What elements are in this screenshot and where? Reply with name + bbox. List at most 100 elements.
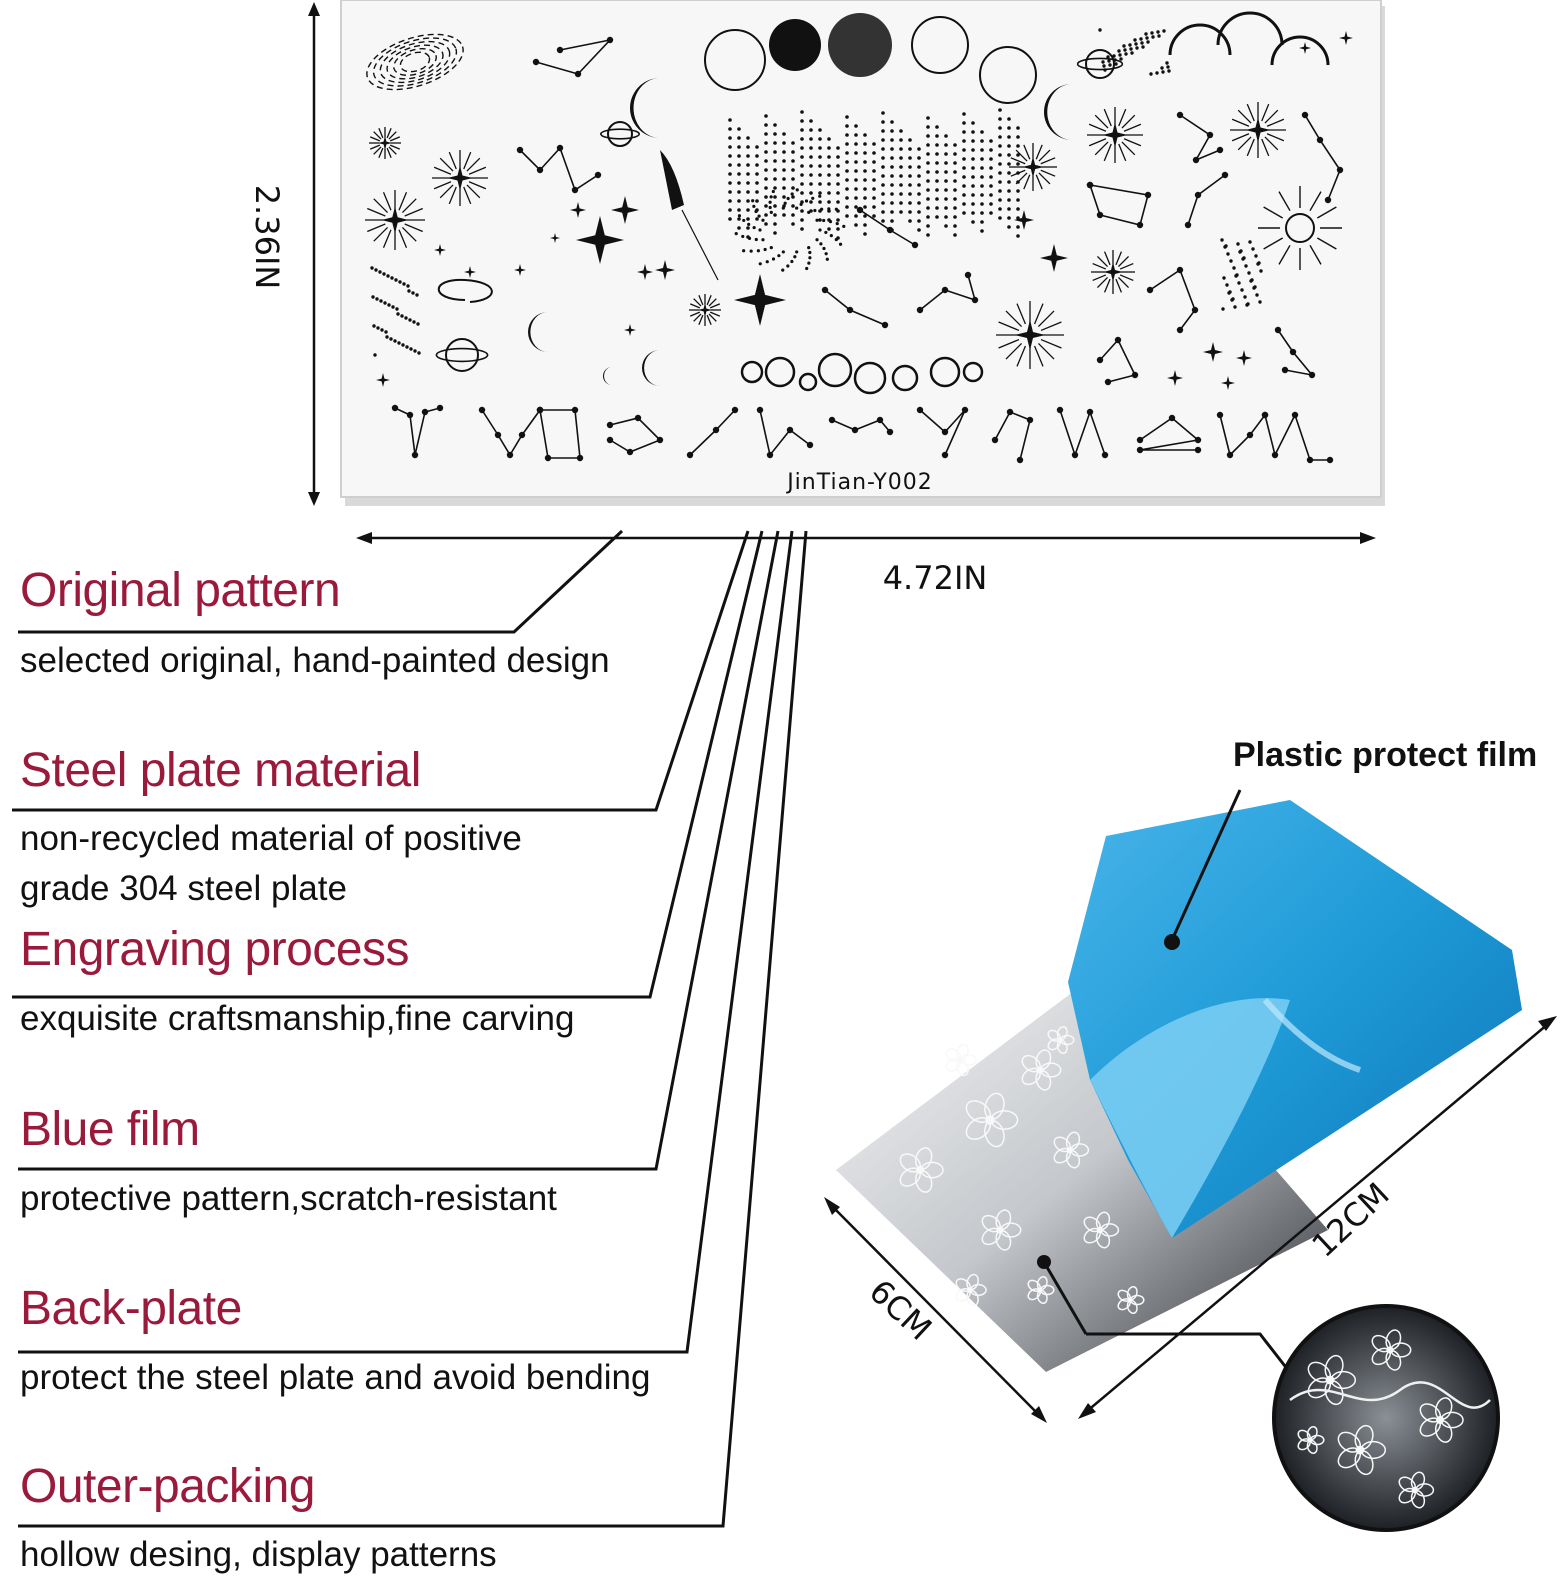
aurora-dot — [863, 142, 867, 146]
star-icon — [1167, 370, 1183, 386]
aurora-dot — [962, 211, 966, 215]
nebula-dot — [768, 200, 772, 204]
aurora-dot — [908, 210, 912, 214]
nebula-dot — [807, 210, 811, 215]
aurora-dot — [854, 196, 858, 200]
aurora-dot — [845, 196, 849, 200]
aurora-dot — [971, 130, 975, 134]
planet-icon — [817, 352, 853, 388]
aurora-dot — [1007, 198, 1011, 202]
aurora-dot — [836, 173, 840, 177]
star-dust-dot — [1128, 43, 1132, 47]
star-dust-dot — [1103, 68, 1107, 72]
aurora-dot — [782, 213, 786, 217]
galaxy-icon — [366, 33, 464, 91]
aurora-dot — [980, 220, 984, 224]
aurora-dot — [728, 181, 732, 185]
aurora-dot — [917, 156, 921, 160]
aurora-dot — [827, 191, 831, 195]
aurora-dot — [935, 143, 939, 147]
star-dust-dot — [405, 345, 409, 349]
plate-height-label: 2.36IN — [248, 185, 286, 290]
star-dust-dot — [404, 316, 408, 320]
feature-title-back-plate: Back-plate — [20, 1282, 242, 1335]
nebula-dot — [795, 206, 799, 210]
constellation-star — [626, 448, 634, 456]
flower-icon — [1419, 1397, 1464, 1443]
aurora-dot — [917, 174, 921, 178]
nebula-dot — [769, 210, 773, 215]
aurora-dot — [962, 139, 966, 143]
aurora-dot — [791, 159, 795, 163]
flower-icon — [1027, 1275, 1055, 1305]
constellation-star — [856, 206, 864, 214]
nebula-dot — [786, 264, 790, 268]
star-icon — [447, 165, 473, 191]
aurora-dot — [764, 132, 768, 136]
aurora-dot — [746, 226, 750, 230]
aurora-dot — [998, 117, 1002, 121]
aurora-dot — [863, 160, 867, 164]
aurora-dot — [971, 184, 975, 188]
star-icon — [1236, 350, 1252, 366]
constellation-star — [1176, 111, 1184, 119]
aurora-dot — [746, 172, 750, 176]
constellation-icon — [1149, 268, 1196, 331]
aurora-dot — [800, 119, 804, 123]
star-dust-dot — [395, 307, 399, 311]
aurora-dot — [827, 164, 831, 168]
aurora-dot — [935, 215, 939, 219]
nebula-dot — [756, 249, 760, 253]
aurora-dot — [998, 207, 1002, 211]
star-dust-dot — [397, 341, 401, 345]
nebula-dot — [758, 262, 762, 266]
aurora-dot — [800, 128, 804, 132]
constellation-star — [851, 426, 859, 434]
nebula-dot — [828, 220, 833, 224]
constellation-star — [1026, 416, 1034, 424]
aurora-dot — [908, 165, 912, 169]
aurora-dot — [782, 186, 786, 190]
constellation-star — [1176, 266, 1184, 274]
aurora-dot — [1016, 162, 1020, 166]
aurora-dot — [980, 130, 984, 134]
aurora-dot — [836, 191, 840, 195]
cloud-icon — [1216, 11, 1284, 46]
star-dust-dot — [1102, 64, 1106, 68]
star-dust-dot — [1140, 41, 1144, 45]
aurora-dot — [818, 164, 822, 168]
constellation-star — [556, 46, 564, 54]
constellation-star — [1289, 348, 1297, 356]
constellation-star — [756, 406, 764, 414]
star-dust-dot — [1129, 47, 1133, 51]
aurora-dot — [746, 145, 750, 149]
nebula-dot — [763, 247, 767, 252]
constellation-star — [574, 70, 582, 78]
planet-icon — [740, 360, 764, 384]
star-icon — [1022, 156, 1044, 178]
aurora-dot — [953, 179, 957, 183]
aurora-dot — [827, 173, 831, 177]
aurora-dot — [899, 192, 903, 196]
star-dust-dot — [384, 330, 388, 334]
aurora-dot — [782, 177, 786, 181]
aurora-dot — [755, 199, 759, 203]
aurora-dot — [1007, 135, 1011, 139]
nebula-dot — [768, 205, 772, 210]
nebula-dot — [752, 225, 756, 230]
aurora-dot — [962, 148, 966, 152]
aurora-dot — [863, 187, 867, 191]
aurora-dot — [926, 161, 930, 165]
aurora-dot — [764, 141, 768, 145]
nebula-dot — [751, 199, 755, 203]
star-dust-dot — [1130, 51, 1134, 55]
aurora-dot — [782, 150, 786, 154]
aurora-dot — [800, 173, 804, 177]
aurora-dot — [791, 213, 795, 217]
nebula-dot — [790, 259, 794, 264]
aurora-dot — [971, 202, 975, 206]
star-dust-dot — [371, 295, 375, 299]
aurora-dot — [944, 143, 948, 147]
constellation-star — [1326, 456, 1334, 464]
constellation-icon — [919, 274, 977, 311]
